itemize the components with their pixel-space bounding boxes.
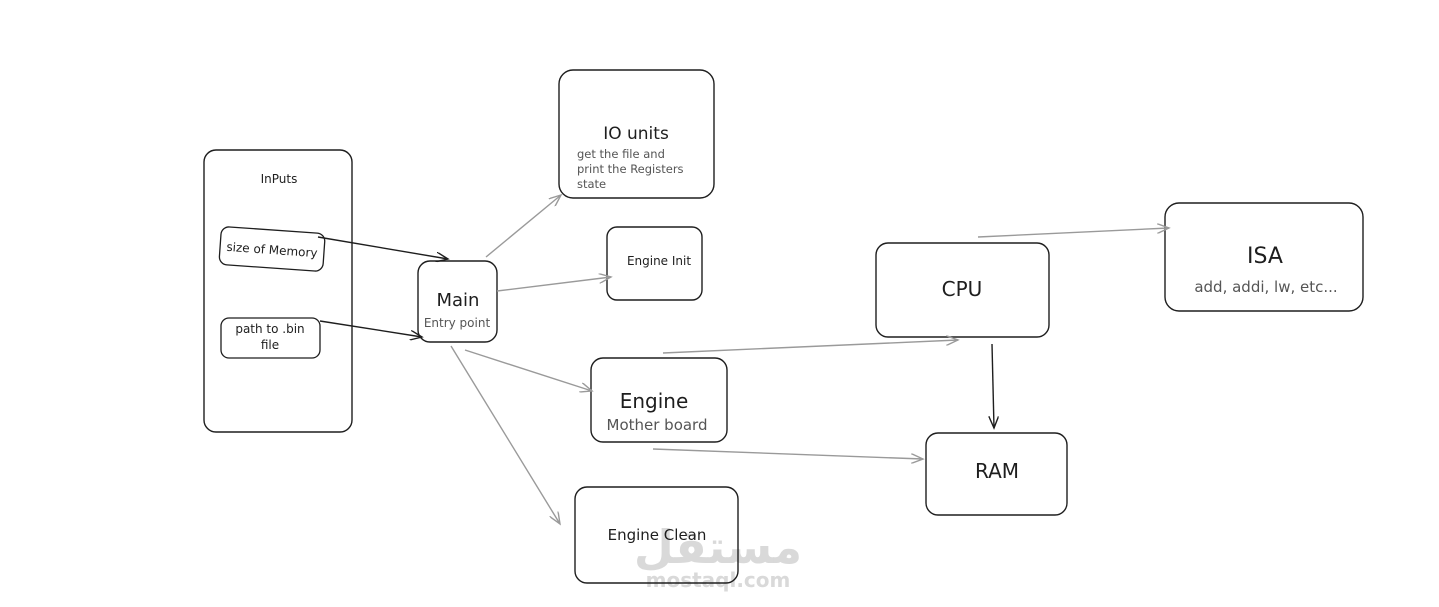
isa-title: ISA: [1247, 244, 1283, 269]
io-units-box[interactable]: IO units get the file and print the Regi…: [558, 69, 715, 199]
inputs-box[interactable]: InPuts: [203, 149, 353, 433]
main-title: Main: [437, 290, 480, 311]
input-path-to-bin[interactable]: path to .bin file: [220, 317, 321, 359]
arrow-memory-to-main: [317, 236, 448, 259]
ram-box[interactable]: RAM: [925, 432, 1068, 516]
engine-clean-box[interactable]: Engine Clean: [574, 486, 739, 584]
cpu-box[interactable]: CPU: [875, 242, 1050, 338]
ram-title: RAM: [975, 459, 1019, 483]
io-units-title: IO units: [603, 124, 669, 144]
engine-clean-title: Engine Clean: [608, 526, 707, 544]
inputs-title: InPuts: [261, 172, 298, 186]
main-subtitle: Entry point: [424, 316, 491, 330]
arrow-main-to-io-units: [485, 195, 561, 258]
arrow-binpath-to-main: [319, 320, 422, 337]
io-units-line-2: print the Registers: [577, 162, 684, 176]
arrow-main-to-engine: [464, 349, 592, 391]
engine-title: Engine: [620, 389, 689, 413]
engine-subtitle: Mother board: [607, 416, 708, 434]
io-units-line-1: get the file and: [577, 147, 665, 161]
arrow-cpu-to-ram: [992, 343, 994, 428]
engine-init-box[interactable]: Engine Init: [606, 226, 703, 301]
engine-init-title: Engine Init: [627, 254, 691, 268]
input-path-line-1: path to .bin: [235, 322, 304, 336]
cpu-title: CPU: [942, 277, 983, 301]
input-size-of-memory[interactable]: size of Memory: [218, 226, 326, 272]
input-path-line-2: file: [261, 338, 279, 352]
watermark-latin: mostaql.com: [646, 568, 791, 592]
watermark-arabic: مستقل: [634, 520, 802, 574]
arrow-main-to-engine-clean: [450, 345, 560, 524]
isa-box[interactable]: ISA add, addi, lw, etc...: [1164, 202, 1364, 312]
engine-box[interactable]: Engine Mother board: [590, 357, 728, 443]
mostaql-watermark: مستقل mostaql.com: [634, 520, 802, 592]
main-box[interactable]: Main Entry point: [417, 260, 498, 343]
arrow-main-to-engine-init: [496, 277, 611, 292]
io-units-line-3: state: [577, 177, 606, 191]
arrow-engine-to-ram: [652, 448, 923, 459]
isa-subtitle: add, addi, lw, etc...: [1194, 278, 1337, 296]
input-size-of-memory-label: size of Memory: [226, 240, 318, 260]
arrow-engine-to-cpu: [662, 340, 958, 354]
arrow-cpu-to-isa: [977, 228, 1169, 238]
